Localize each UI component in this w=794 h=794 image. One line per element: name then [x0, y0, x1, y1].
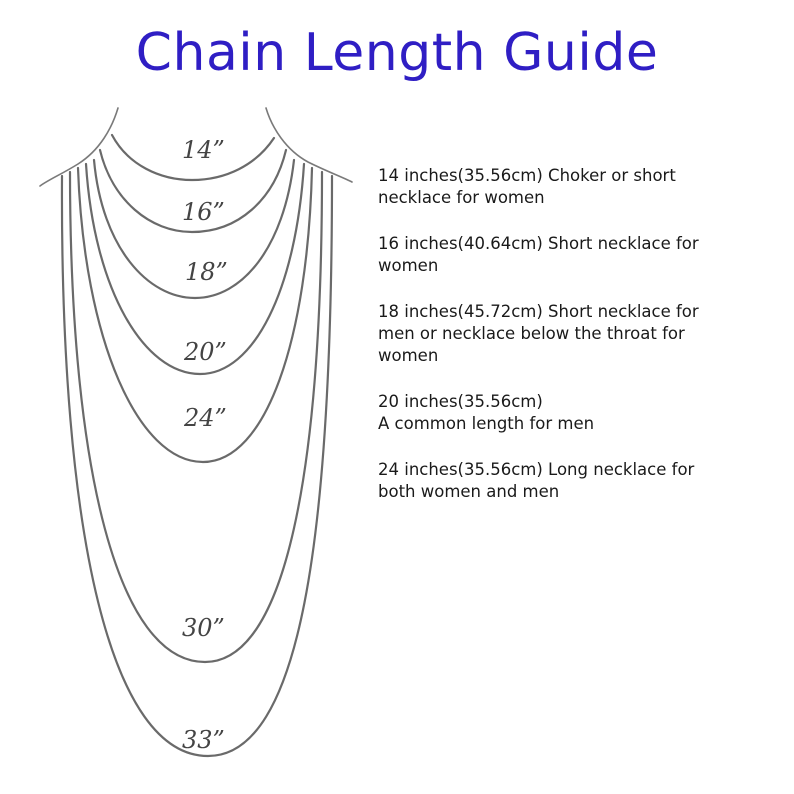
- description-16: 16 inches(40.64cm) Short necklace for wo…: [378, 233, 778, 277]
- description-14: 14 inches(35.56cm) Choker or short neckl…: [378, 165, 778, 209]
- description-line: 24 inches(35.56cm) Long necklace for: [378, 460, 695, 479]
- neck-outline-right: [265, 107, 353, 183]
- description-18: 18 inches(45.72cm) Short necklace for me…: [378, 301, 778, 367]
- description-line: 20 inches(35.56cm): [378, 392, 543, 411]
- chain-30: [68, 170, 324, 664]
- neck-outline-left: [39, 107, 119, 187]
- chain-16: [98, 148, 288, 234]
- length-descriptions: 14 inches(35.56cm) Choker or short neckl…: [378, 165, 778, 527]
- chain-24: [76, 166, 314, 464]
- chain-label-33: 33”: [182, 726, 225, 754]
- description-line: women: [378, 346, 439, 365]
- chain-18: [92, 158, 296, 300]
- chain-label-30: 30”: [182, 614, 225, 642]
- description-line: both women and men: [378, 482, 560, 501]
- chain-label-16: 16”: [182, 198, 225, 226]
- chain-33: [60, 174, 334, 758]
- description-line: men or necklace below the throat for: [378, 324, 685, 343]
- description-line: 16 inches(40.64cm) Short necklace for: [378, 234, 699, 253]
- description-line: A common length for men: [378, 414, 595, 433]
- description-24: 24 inches(35.56cm) Long necklace for bot…: [378, 459, 778, 503]
- page-title: Chain Length Guide: [135, 23, 659, 83]
- chain-14: [110, 133, 276, 182]
- chain-label-14: 14”: [182, 136, 225, 164]
- description-line: necklace for women: [378, 188, 545, 207]
- chain-label-18: 18”: [185, 258, 228, 286]
- chain-label-24: 24”: [183, 404, 227, 432]
- chain-20: [84, 162, 306, 376]
- description-line: 14 inches(35.56cm) Choker or short: [378, 166, 676, 185]
- description-20: 20 inches(35.56cm) A common length for m…: [378, 391, 778, 435]
- description-line: 18 inches(45.72cm) Short necklace for: [378, 302, 699, 321]
- description-line: women: [378, 256, 439, 275]
- chain-label-20: 20”: [183, 338, 227, 366]
